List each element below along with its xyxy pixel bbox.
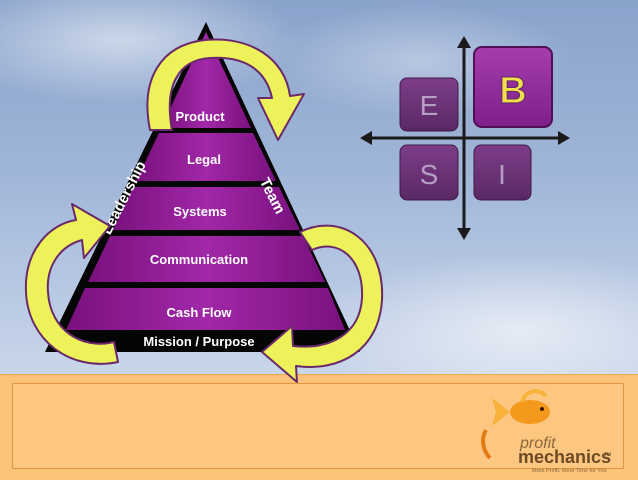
quadrant-tile-e [399, 77, 459, 132]
quadrant-letter-b: B [499, 70, 526, 112]
logo-trademark: TM [604, 452, 611, 458]
level-label-systems: Systems [173, 204, 226, 219]
base-label-mission: Mission / Purpose [143, 334, 254, 349]
quadrant-tile-i [473, 144, 532, 201]
arrow-left-icon [24, 203, 119, 365]
level-label-product: Product [175, 109, 225, 124]
cycle-arrows [24, 38, 384, 383]
axis-arrow-right-icon [558, 131, 570, 145]
axis-arrow-left-icon [360, 131, 372, 145]
logo-word-profit: profit [519, 435, 556, 452]
profit-mechanics-logo: profit mechanics TM More Profit. More Ti… [481, 389, 611, 474]
pyramid-level-product [161, 32, 251, 128]
pyramid-level-legal [136, 133, 276, 181]
quadrant-letter-s: S [420, 159, 439, 190]
goldfish-icon [481, 389, 550, 460]
arrow-right-icon [261, 224, 384, 383]
level-label-legal: Legal [187, 152, 221, 167]
quadrant-letter-e: E [420, 90, 439, 121]
pyramid: Product Legal Systems Communication Cash… [45, 22, 360, 352]
cashflow-quadrant: E B S I [360, 36, 570, 240]
logo-tagline: More Profit. More Time for You [532, 468, 607, 474]
pyramid-level-systems [113, 187, 300, 230]
quadrant-tile-b [473, 46, 553, 128]
pyramid-level-communication [88, 236, 325, 282]
pyramid-level-cash-flow [66, 288, 345, 330]
arrow-top-icon [146, 38, 305, 141]
level-label-cash-flow: Cash Flow [166, 305, 232, 320]
quadrant-letter-i: I [498, 159, 506, 190]
quadrant-tile-s [399, 144, 459, 201]
axis-arrow-up-icon [457, 36, 471, 48]
logo-word-mechanics: mechanics [518, 447, 611, 467]
level-label-communication: Communication [150, 252, 248, 267]
axis-arrow-down-icon [457, 228, 471, 240]
